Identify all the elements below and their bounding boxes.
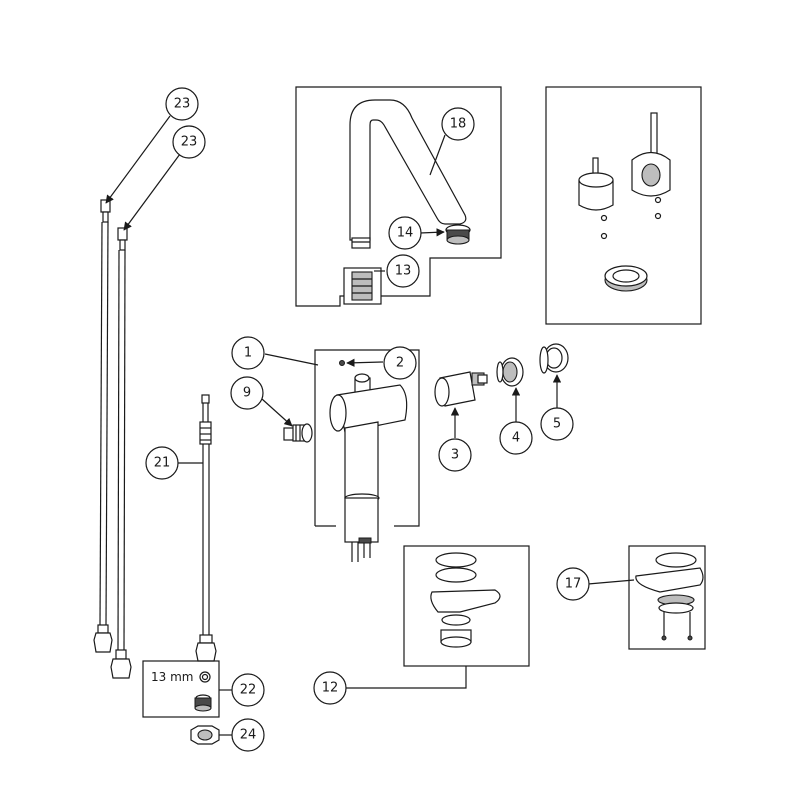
- size-label: 13 mm: [151, 670, 193, 684]
- callout-3: 3: [438, 438, 472, 472]
- callout-5-label: 5: [553, 417, 561, 432]
- nut-24: [190, 725, 220, 745]
- cartridge-3: [434, 371, 488, 407]
- callout-18: 18: [441, 107, 475, 141]
- callout-4-label: 4: [512, 431, 520, 446]
- handle-lever: [631, 112, 671, 197]
- callout-24: 24: [231, 718, 265, 752]
- callout-21-label: 21: [154, 456, 171, 471]
- shroud-ring-5: [539, 343, 569, 374]
- grub-screw-2: [339, 360, 345, 366]
- escutcheon-ring: [604, 265, 648, 292]
- leader-lines: [105, 115, 635, 736]
- supply-hose-21: [195, 394, 217, 662]
- callout-23-top: 23: [165, 87, 199, 121]
- callout-17: 17: [556, 567, 590, 601]
- callout-2: 2: [383, 346, 417, 380]
- callout-13: 13: [386, 254, 420, 288]
- callout-14: 14: [388, 216, 422, 250]
- spout-group-box: [295, 86, 502, 307]
- spout-insert-13: [343, 267, 382, 305]
- callout-23-top-label: 23: [174, 97, 191, 112]
- callout-18-label: 18: [450, 117, 467, 132]
- callout-1: 1: [231, 336, 265, 370]
- flexible-hose-left: [93, 199, 113, 653]
- check-valve-9: [283, 423, 313, 443]
- callout-23-bottom: 23: [172, 125, 206, 159]
- flexible-hose-right: [110, 227, 132, 679]
- callout-23-bottom-label: 23: [181, 135, 198, 150]
- callout-2-label: 2: [396, 356, 404, 371]
- callout-9-label: 9: [243, 386, 251, 401]
- retaining-nut-4: [496, 357, 524, 387]
- callout-22: 22: [231, 673, 265, 707]
- callout-9: 9: [230, 376, 264, 410]
- callout-12: 12: [313, 671, 347, 705]
- callout-4: 4: [499, 421, 533, 455]
- handle-knob: [578, 157, 614, 211]
- callout-13-label: 13: [395, 264, 412, 279]
- handles-box: [545, 86, 702, 325]
- base-assembly-box-17: [628, 545, 706, 650]
- callout-14-label: 14: [397, 226, 414, 241]
- callout-5: 5: [540, 407, 574, 441]
- base-assembly-box: [403, 545, 530, 667]
- callout-24-label: 24: [240, 728, 257, 743]
- callout-21: 21: [145, 446, 179, 480]
- adapter-box-22: 13 mm: [142, 660, 220, 718]
- mixer-body: [314, 349, 420, 562]
- callout-22-label: 22: [240, 683, 257, 698]
- callout-17-label: 17: [565, 577, 582, 592]
- spout-adapter-14: [445, 224, 471, 245]
- callout-12-label: 12: [322, 681, 339, 696]
- callout-3-label: 3: [451, 448, 459, 463]
- callout-1-label: 1: [244, 346, 252, 361]
